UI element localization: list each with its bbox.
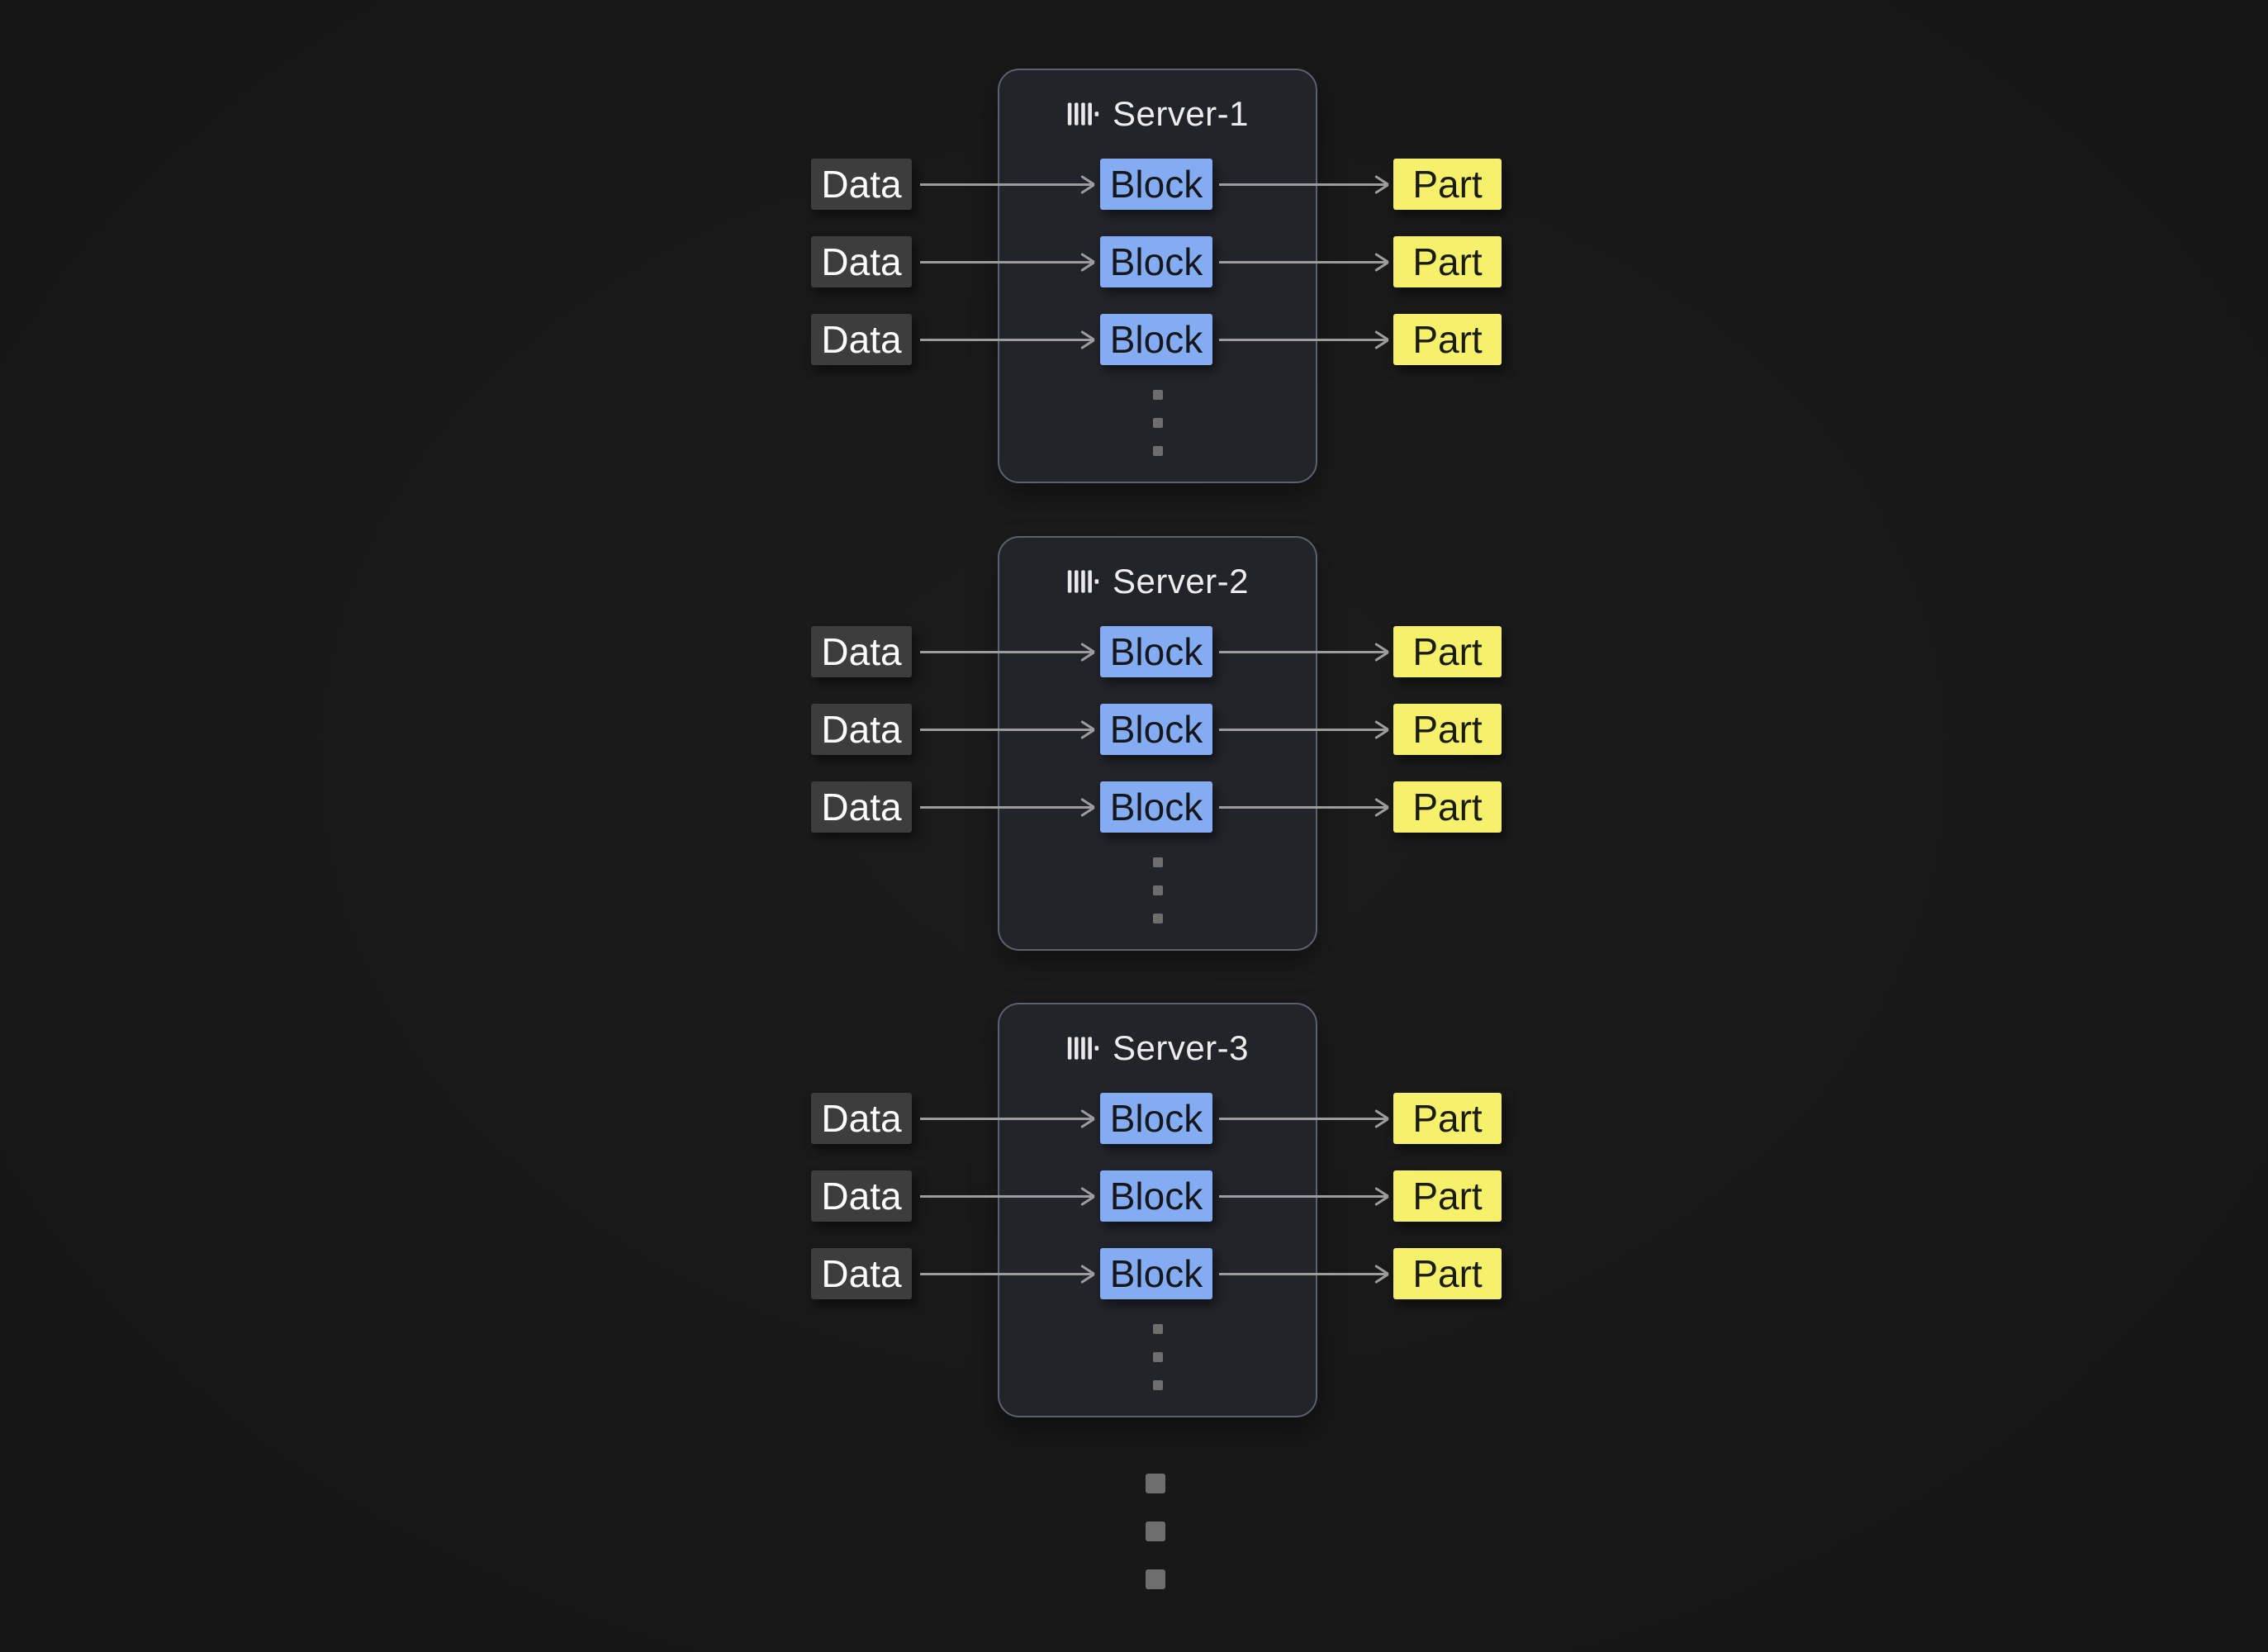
- pipeline-row: Data Block Part: [811, 1248, 1502, 1299]
- server-title-row: Server-1: [999, 97, 1316, 131]
- block-node: Block: [1100, 1093, 1212, 1144]
- server-queue-icon: [1066, 98, 1099, 130]
- data-node: Data: [811, 1170, 912, 1222]
- arrow-block-to-part: [1219, 1273, 1388, 1275]
- part-node: Part: [1393, 704, 1502, 755]
- server-title: Server-2: [1112, 562, 1250, 601]
- arrow-data-to-block: [920, 1273, 1094, 1275]
- server-group-2: Server-2 Data Block Part Data Block Part…: [811, 536, 1502, 951]
- data-node: Data: [811, 704, 912, 755]
- arrow-data-to-block: [920, 651, 1094, 653]
- block-node: Block: [1100, 159, 1212, 210]
- data-node: Data: [811, 1248, 912, 1299]
- part-node: Part: [1393, 1248, 1502, 1299]
- server-queue-icon: [1066, 1032, 1099, 1064]
- pipeline-row: Data Block Part: [811, 704, 1502, 755]
- server-queue-icon: [1066, 566, 1099, 597]
- arrow-block-to-part: [1219, 1195, 1388, 1198]
- data-node: Data: [811, 236, 912, 287]
- block-node: Block: [1100, 314, 1212, 365]
- pipeline-row: Data Block Part: [811, 159, 1502, 210]
- server-title: Server-1: [1112, 94, 1250, 133]
- arrow-data-to-block: [920, 806, 1094, 809]
- pipeline-row: Data Block Part: [811, 1170, 1502, 1222]
- data-node: Data: [811, 159, 912, 210]
- arrow-block-to-part: [1219, 183, 1388, 186]
- part-node: Part: [1393, 314, 1502, 365]
- pipeline-row: Data Block Part: [811, 1093, 1502, 1144]
- server-title-row: Server-2: [999, 564, 1316, 599]
- block-node: Block: [1100, 704, 1212, 755]
- data-node: Data: [811, 1093, 912, 1144]
- ellipsis-dots: [1152, 1324, 1163, 1390]
- arrow-block-to-part: [1219, 651, 1388, 653]
- pipeline-row: Data Block Part: [811, 314, 1502, 365]
- arrow-data-to-block: [920, 729, 1094, 731]
- bottom-ellipsis-dots: [1146, 1474, 1165, 1589]
- server-title-row: Server-3: [999, 1031, 1316, 1066]
- arrow-block-to-part: [1219, 806, 1388, 809]
- block-node: Block: [1100, 626, 1212, 677]
- block-node: Block: [1100, 1170, 1212, 1222]
- block-node: Block: [1100, 781, 1212, 833]
- data-node: Data: [811, 314, 912, 365]
- ellipsis-dots: [1152, 390, 1163, 456]
- data-node: Data: [811, 781, 912, 833]
- arrow-data-to-block: [920, 183, 1094, 186]
- pipeline-row: Data Block Part: [811, 236, 1502, 287]
- ellipsis-dots: [1152, 857, 1163, 923]
- server-container: Server-1: [998, 69, 1317, 483]
- part-node: Part: [1393, 1093, 1502, 1144]
- arrow-block-to-part: [1219, 1118, 1388, 1120]
- part-node: Part: [1393, 159, 1502, 210]
- part-node: Part: [1393, 626, 1502, 677]
- arrow-block-to-part: [1219, 261, 1388, 263]
- arrow-data-to-block: [920, 261, 1094, 263]
- arrow-data-to-block: [920, 1118, 1094, 1120]
- arrow-data-to-block: [920, 339, 1094, 341]
- data-node: Data: [811, 626, 912, 677]
- part-node: Part: [1393, 1170, 1502, 1222]
- pipeline-row: Data Block Part: [811, 626, 1502, 677]
- server-group-3: Server-3 Data Block Part Data Block Part…: [811, 1003, 1502, 1417]
- block-node: Block: [1100, 1248, 1212, 1299]
- arrow-block-to-part: [1219, 729, 1388, 731]
- server-container: Server-2: [998, 536, 1317, 951]
- server-title: Server-3: [1112, 1028, 1250, 1067]
- pipeline-row: Data Block Part: [811, 781, 1502, 833]
- part-node: Part: [1393, 781, 1502, 833]
- part-node: Part: [1393, 236, 1502, 287]
- server-group-1: Server-1 Data Block Part Data Block Part…: [811, 69, 1502, 483]
- arrow-data-to-block: [920, 1195, 1094, 1198]
- arrow-block-to-part: [1219, 339, 1388, 341]
- block-node: Block: [1100, 236, 1212, 287]
